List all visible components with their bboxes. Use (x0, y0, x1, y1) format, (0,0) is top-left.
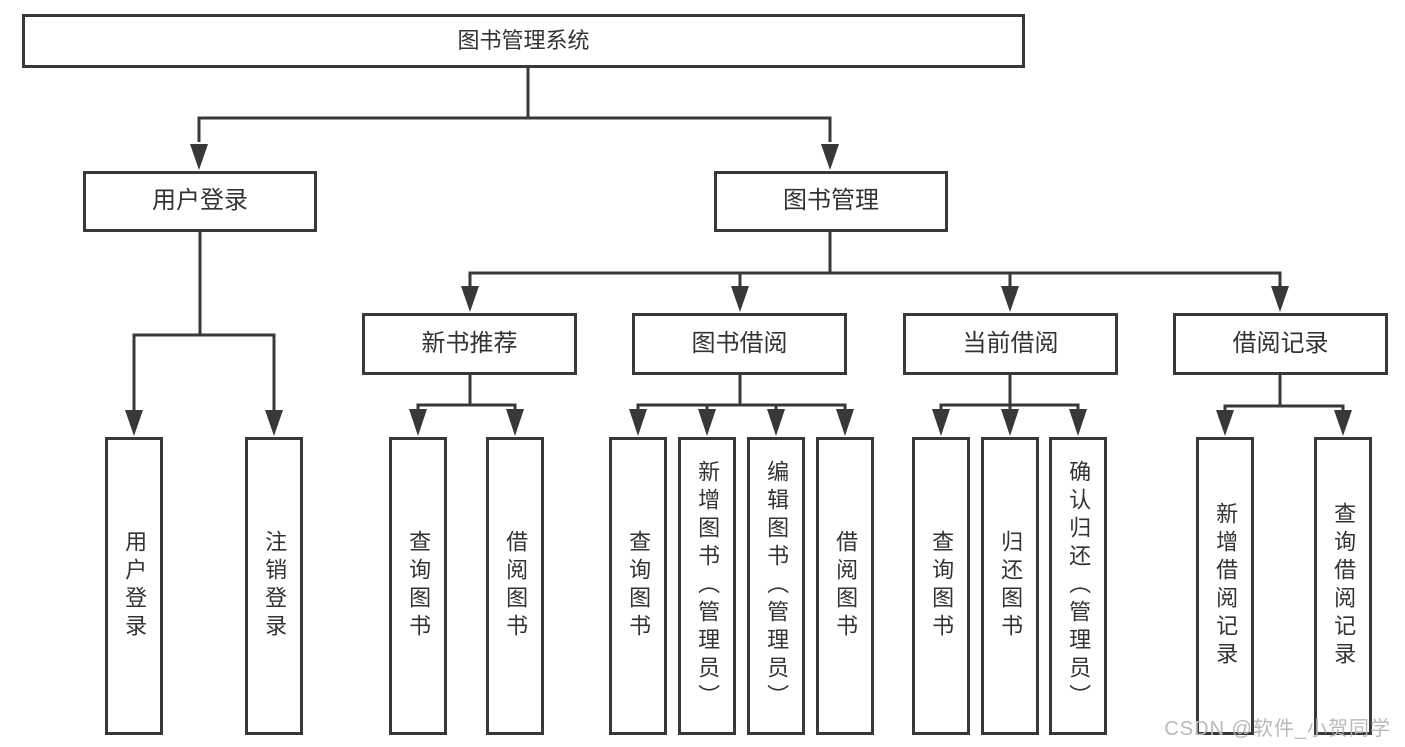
leaf-borrow-add-books-admin: 新增图书（管理员） (678, 437, 736, 735)
leaf-current-return-books: 归还图书 (981, 437, 1039, 735)
leaf-record-add-borrow-record: 新增借阅记录 (1196, 437, 1254, 735)
leaf-borrow-query-books: 查询图书 (609, 437, 667, 735)
leaf-record-query-borrow-record: 查询借阅记录 (1314, 437, 1372, 735)
node-borrow-record: 借阅记录 (1173, 313, 1388, 375)
node-root: 图书管理系统 (22, 14, 1025, 68)
node-book-borrow: 图书借阅 (632, 313, 847, 375)
leaf-borrow-borrow-books: 借阅图书 (816, 437, 874, 735)
leaf-user-login: 用户登录 (105, 437, 163, 735)
csdn-watermark: CSDN @软件_小贺同学 (1164, 718, 1391, 740)
leaf-borrow-edit-books-admin: 编辑图书（管理员） (747, 437, 805, 735)
node-current-borrow: 当前借阅 (903, 313, 1118, 375)
node-book-management: 图书管理 (714, 171, 948, 232)
leaf-current-query-books: 查询图书 (912, 437, 970, 735)
leaf-logout: 注销登录 (245, 437, 303, 735)
leaf-recommend-borrow-books: 借阅图书 (486, 437, 544, 735)
node-user-login: 用户登录 (83, 171, 317, 232)
node-new-book-recommend: 新书推荐 (362, 313, 577, 375)
leaf-recommend-query-books: 查询图书 (389, 437, 447, 735)
leaf-current-confirm-return-admin: 确认归还（管理员） (1049, 437, 1107, 735)
